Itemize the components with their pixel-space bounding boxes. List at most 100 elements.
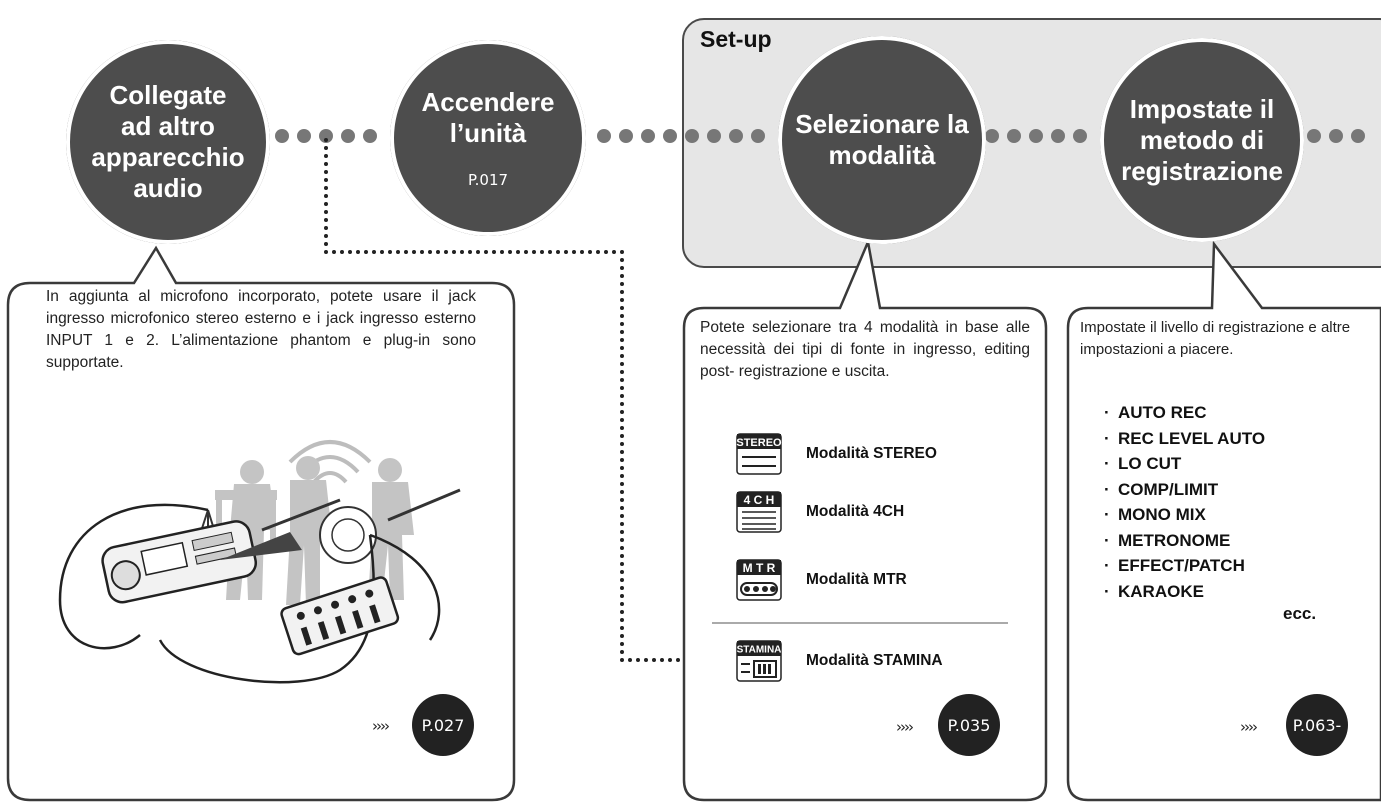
feature-suffix: ecc.: [1283, 604, 1317, 623]
connect-page-badge[interactable]: P.027: [412, 694, 474, 756]
link-dot: [332, 250, 336, 254]
link-dot: [620, 338, 624, 342]
link-dot: [364, 250, 368, 254]
connector-dot: [641, 129, 655, 143]
link-dot: [676, 658, 680, 662]
link-dot: [340, 250, 344, 254]
connector-dot: [729, 129, 743, 143]
connector-dot: [619, 129, 633, 143]
link-dot: [324, 162, 328, 166]
link-dot: [620, 650, 624, 654]
feature-item: LO CUT: [1104, 451, 1265, 477]
link-dot: [620, 386, 624, 390]
link-dot: [620, 466, 624, 470]
mode-label: Modalità 4CH: [806, 503, 905, 520]
link-dot: [620, 530, 624, 534]
step-page-ref: P.017: [467, 171, 509, 189]
step-select-mode: Selezionare la modalità: [778, 36, 986, 244]
link-dot: [620, 618, 624, 622]
arrow-icon: ››››: [1240, 718, 1258, 736]
link-dot: [396, 250, 400, 254]
connector-dot: [1029, 129, 1043, 143]
connector-dot: [363, 129, 377, 143]
link-dot: [572, 250, 576, 254]
link-dot: [548, 250, 552, 254]
link-dot: [324, 178, 328, 182]
link-dot: [620, 578, 624, 582]
link-dot: [620, 594, 624, 598]
feature-item: EFFECT/PATCH: [1104, 553, 1265, 579]
link-dot: [556, 250, 560, 254]
arrow-icon: ››››: [896, 718, 914, 736]
link-dot: [620, 602, 624, 606]
link-dot: [508, 250, 512, 254]
link-dot: [452, 250, 456, 254]
rec-page-badge[interactable]: P.063-: [1286, 694, 1348, 756]
link-dot: [532, 250, 536, 254]
link-dot: [324, 226, 328, 230]
link-dot: [460, 250, 464, 254]
link-dot: [580, 250, 584, 254]
mode-icon-text: STAMINA: [737, 645, 782, 656]
link-dot: [620, 586, 624, 590]
mode-label: Modalità STAMINA: [806, 652, 943, 669]
link-dot: [620, 322, 624, 326]
mode-item-mtr: M T R Modalità MTR: [736, 559, 907, 601]
link-dot: [620, 458, 624, 462]
link-dot: [620, 498, 624, 502]
link-dot: [324, 138, 328, 142]
link-dot: [324, 170, 328, 174]
link-dot: [324, 202, 328, 206]
mode-item-stamina: STAMINA Modalità STAMINA: [736, 640, 943, 682]
link-dot: [620, 474, 624, 478]
4ch-mode-icon: 4 C H: [736, 491, 782, 533]
link-dot: [604, 250, 608, 254]
link-dot: [324, 250, 328, 254]
link-dot: [324, 242, 328, 246]
link-dot: [620, 426, 624, 430]
step-title: Selezionare la modalità: [795, 109, 969, 170]
mode-label: Modalità STEREO: [806, 445, 937, 462]
link-dot: [380, 250, 384, 254]
link-dot: [388, 250, 392, 254]
link-dot: [484, 250, 488, 254]
step-title: Impostate il metodo di registrazione: [1121, 93, 1283, 186]
connector-dot: [297, 129, 311, 143]
link-dot: [620, 418, 624, 422]
link-dot: [660, 658, 664, 662]
connector-dot: [275, 129, 289, 143]
feature-item: COMP/LIMIT: [1104, 477, 1265, 503]
rec-description: Impostate il livello di registrazione e …: [1080, 319, 1351, 358]
link-dot: [324, 194, 328, 198]
link-dot: [620, 346, 624, 350]
setup-title: Set-up: [700, 26, 772, 52]
feature-item: MONO MIX: [1104, 502, 1265, 528]
link-dot: [356, 250, 360, 254]
link-dot: [620, 634, 624, 638]
link-dot: [412, 250, 416, 254]
feature-item: KARAOKE: [1104, 579, 1265, 605]
connector-dot: [707, 129, 721, 143]
mode-icon-text: 4 C H: [744, 493, 775, 507]
link-dot: [620, 538, 624, 542]
connector-dot: [1329, 129, 1343, 143]
link-dot: [500, 250, 504, 254]
recording-setup-illustration: [58, 440, 461, 684]
link-dot: [644, 658, 648, 662]
step-connect: Collegate ad altro apparecchio audio: [66, 40, 270, 244]
link-dot: [620, 482, 624, 486]
link-dot: [588, 250, 592, 254]
link-dot: [404, 250, 408, 254]
mode-description: Potete selezionare tra 4 modalità in bas…: [700, 319, 1030, 380]
link-dot: [324, 218, 328, 222]
link-dot: [620, 514, 624, 518]
link-dot: [348, 250, 352, 254]
mtr-mode-icon: M T R: [736, 559, 782, 601]
link-dot: [612, 250, 616, 254]
link-dot: [620, 274, 624, 278]
mode-page-badge[interactable]: P.035: [938, 694, 1000, 756]
link-dot: [516, 250, 520, 254]
stereo-mode-icon: STEREO: [736, 433, 782, 475]
link-dot: [620, 402, 624, 406]
link-dot: [620, 506, 624, 510]
